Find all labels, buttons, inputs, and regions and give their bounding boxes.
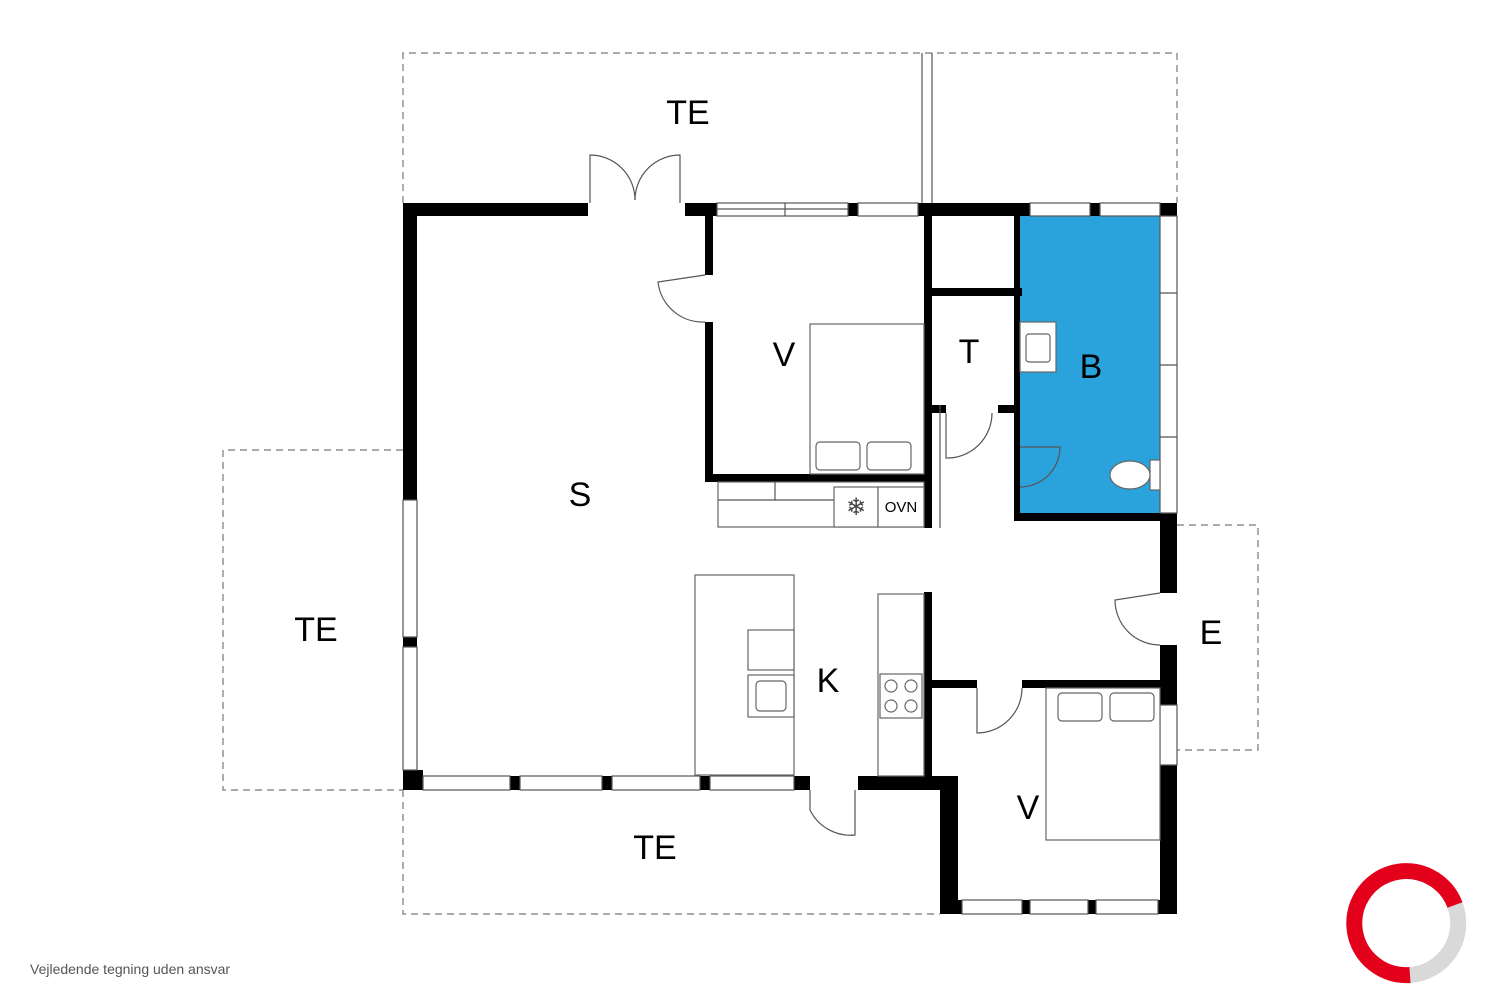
disclaimer-text: Vejledende tegning uden ansvar — [30, 961, 231, 977]
label-kitchen: K — [817, 662, 840, 700]
stove — [879, 673, 923, 719]
fridge — [833, 486, 879, 528]
label-bedroom-bottom: V — [1017, 789, 1040, 827]
walls — [403, 203, 1177, 914]
room-labels: TE TE TE S V T B K E V OVN — [294, 94, 1222, 867]
label-terrace-top: TE — [666, 94, 709, 132]
label-bedroom-top: V — [773, 336, 796, 374]
label-terrace-bottom: TE — [633, 829, 676, 867]
label-bathroom: B — [1080, 348, 1103, 386]
svg-text:❄: ❄ — [846, 493, 866, 521]
label-terrace-left: TE — [294, 611, 337, 649]
oven — [877, 486, 925, 528]
label-oven: OVN — [885, 499, 918, 516]
toilet-bowl — [1149, 459, 1161, 491]
label-living-room: S — [569, 476, 592, 514]
terrace-outlines — [222, 52, 1259, 915]
label-toilet: T — [959, 333, 980, 371]
windows — [402, 202, 1178, 915]
label-entrance: E — [1200, 614, 1223, 652]
doors — [589, 154, 1161, 836]
furniture: ❄ — [694, 321, 1161, 841]
brand-logo — [1346, 863, 1467, 984]
